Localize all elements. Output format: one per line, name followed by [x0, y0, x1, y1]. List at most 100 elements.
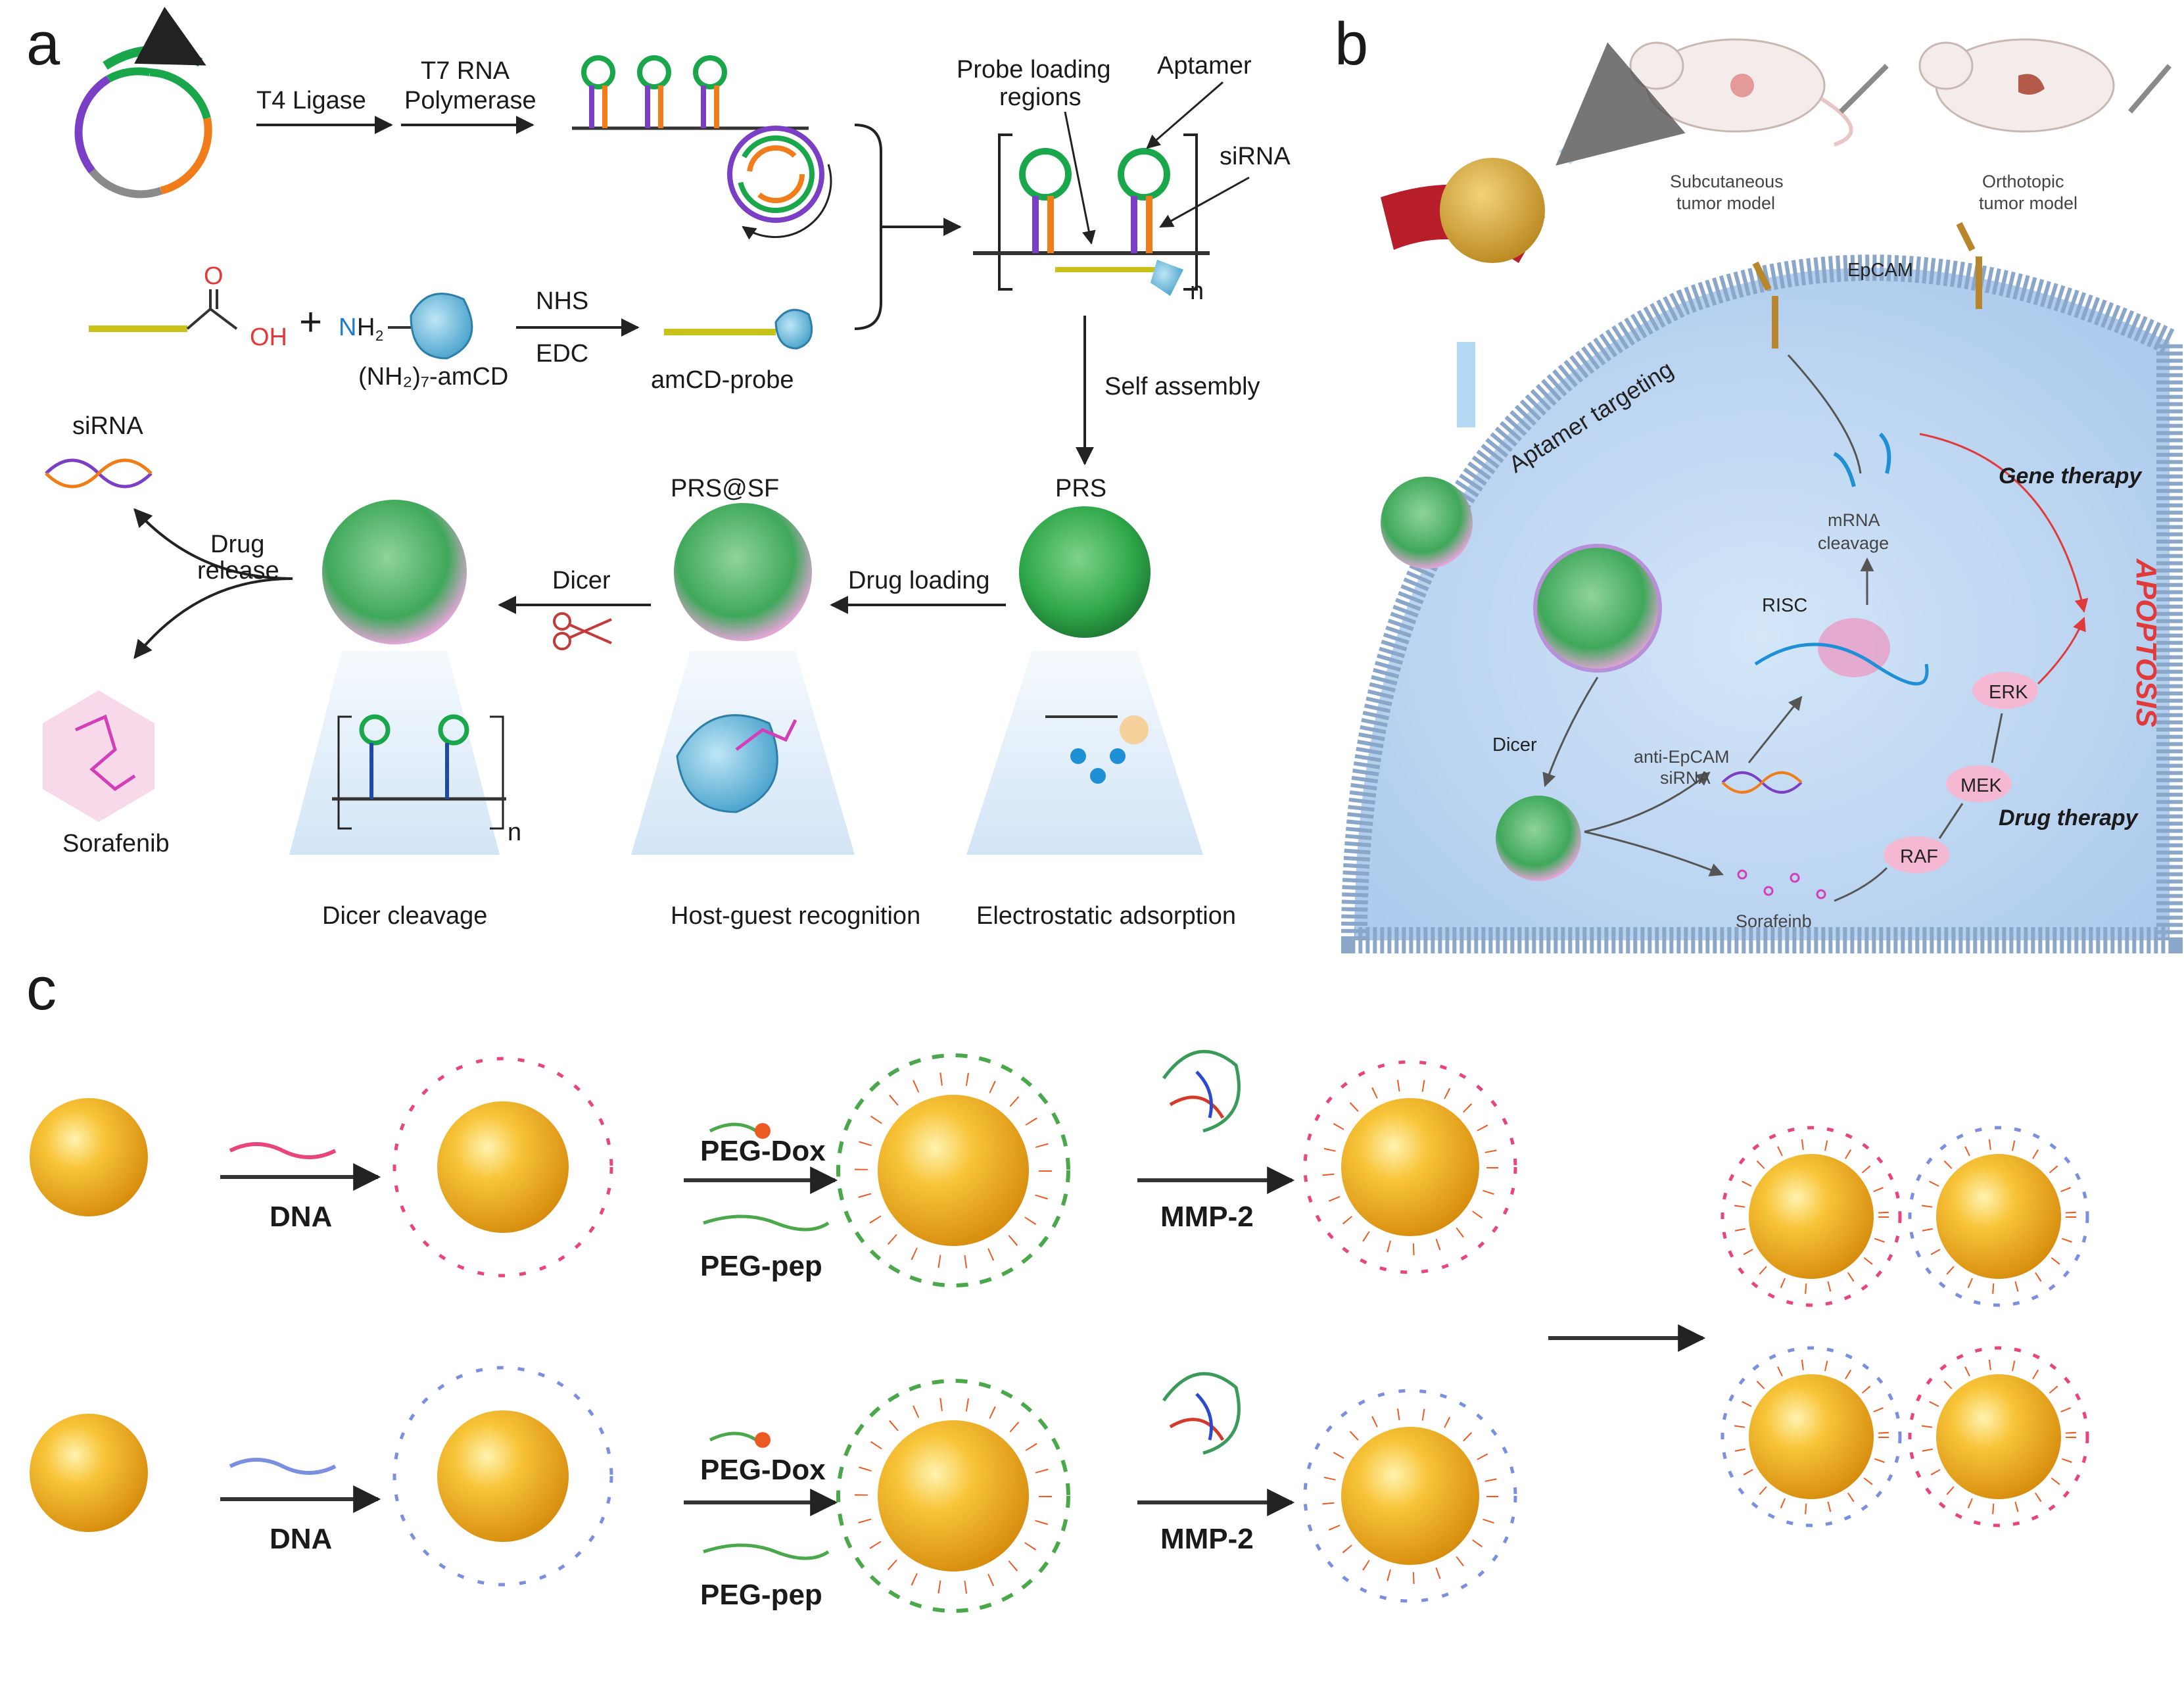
dna-strand-top [229, 1142, 337, 1159]
sirna-label: siRNA [1220, 143, 1291, 170]
hydroxyl-oh: OH [250, 324, 287, 351]
mrna-label-2: cleavage [1818, 533, 1889, 553]
dna-corona-bottom [392, 1366, 613, 1587]
prs-sf-nanoparticle [674, 503, 812, 641]
dna-strand-bottom [229, 1458, 337, 1475]
nhs-label: NHS [536, 287, 588, 315]
repeat-n-label: n [1190, 277, 1204, 305]
mmp2-label-bottom: MMP-2 [1160, 1523, 1254, 1555]
nh2-sub: 2 [375, 327, 383, 344]
amcd-probe-label: amCD-probe [651, 366, 794, 394]
peg-dox-label-top: PEG-Dox [700, 1135, 826, 1167]
dicer-label-a: Dicer [552, 567, 611, 594]
sorafenib-label-a: Sorafenib [62, 830, 170, 857]
nh2-n: N [339, 314, 356, 341]
targeting-nanoparticle [1381, 477, 1473, 569]
sorafenib-hexagon [43, 690, 154, 822]
host-guest-label: Host-guest recognition [671, 902, 920, 930]
peg-corona-top [836, 1053, 1070, 1287]
probe-monomer: Probe loading regions Aptamer siRNA n [957, 52, 1291, 305]
gene-therapy-label: Gene therapy [1999, 464, 2143, 489]
nanoparticle-row: PRS PRS@SF Drug loading Dicer [322, 475, 1151, 650]
loaded-np-bottom [878, 1420, 1029, 1571]
mrna-label-1: mRNA [1828, 510, 1880, 530]
gold-np-top [30, 1098, 148, 1216]
prs-nanoparticle [1019, 506, 1151, 638]
prs-label: PRS [1055, 475, 1106, 502]
raf-label: RAF [1900, 846, 1938, 867]
sirna-top-label: siRNA [72, 412, 143, 440]
aptamer-label: Aptamer [1157, 52, 1252, 80]
electrostatic-label: Electrostatic adsorption [976, 902, 1236, 930]
peg-dox-label-bottom: PEG-Dox [700, 1454, 826, 1486]
circular-dna-template [74, 7, 212, 199]
mek-label: MEK [1960, 775, 2003, 796]
dna-np-top [437, 1101, 569, 1233]
anti-epcam-label-1: anti-EpCAM [1634, 747, 1730, 767]
activated-np-top [1341, 1098, 1479, 1236]
nh2-h: H [357, 314, 375, 341]
blood-vessel-tumor [1381, 158, 1545, 263]
panel-a: a T4 Ligase T7 RNA Polymerase [26, 7, 1291, 930]
subcutaneous-label-1: Subcutaneous [1670, 172, 1784, 191]
self-assembly-label: Self assembly [1104, 373, 1260, 400]
plus-sign: + [299, 300, 322, 344]
cleaved-nanoparticle [322, 500, 467, 644]
edc-label: EDC [536, 340, 588, 368]
endosome-nanoparticle [1533, 544, 1662, 673]
mechanism-callouts: n Host-guest recognition Dicer cleavage … [289, 651, 1236, 930]
mouse-subcutaneous: Subcutaneous tumor model [1629, 38, 1889, 213]
dicer-cleavage-label: Dicer cleavage [322, 902, 487, 930]
epcam-receptors [1752, 222, 1982, 348]
t7-label-1: T7 RNA [421, 57, 510, 85]
dna-label-bottom: DNA [270, 1523, 332, 1555]
mmp2-label-top: MMP-2 [1160, 1201, 1254, 1233]
t7-label-2: Polymerase [404, 87, 536, 114]
orthotopic-label-1: Orthotopic [1982, 172, 2064, 191]
peg-pep-label-top: PEG-pep [700, 1250, 822, 1282]
probe-loading-label-1: Probe loading [957, 56, 1111, 84]
join-bracket [854, 124, 882, 330]
assembled-cluster [1721, 1126, 2089, 1527]
drug-release: Drug release siRNA Sorafenib [43, 412, 293, 857]
drug-therapy-label: Drug therapy [1999, 805, 2139, 830]
conjugation-reaction: O OH + N H 2 (NH₂)₇-amCD NHS EDC amCD-pr… [89, 262, 813, 394]
epcam-label: EpCAM [1847, 260, 1913, 281]
amcd-cyclodextrin [410, 293, 473, 360]
sorafenib-dots [1737, 869, 1826, 899]
erk-node [1972, 672, 2038, 709]
risc-label: RISC [1762, 595, 1807, 616]
mek-node [1946, 765, 2012, 802]
raf-node [1884, 836, 1949, 873]
loaded-np-top [878, 1095, 1029, 1246]
inhibit-epcam [1787, 354, 1862, 474]
prs-sf-label: PRS@SF [671, 475, 779, 502]
panel-b: b Subcutaneous tumor model Orthotopic tu… [1335, 11, 2183, 953]
released-nanoparticle [1496, 796, 1581, 881]
dna-np-bottom [437, 1410, 569, 1542]
panel-a-label: a [26, 11, 60, 78]
amcd-reagent-label: (NH₂)₇-amCD [358, 363, 508, 391]
drug-loading-label: Drug loading [848, 567, 989, 594]
mmp2-protein-bottom [1162, 1372, 1241, 1455]
drug-release-label-2: release [197, 557, 279, 585]
anti-epcam-label-2: siRNA [1660, 768, 1711, 788]
mmp2-protein-top [1162, 1049, 1241, 1133]
erk-label: ERK [1989, 682, 2028, 703]
sorafenib-label-b: Sorafeinb [1736, 911, 1812, 931]
repeat-n-label-b: n [508, 819, 521, 846]
probe-loading-label-2: regions [999, 84, 1081, 111]
scissors-icon [553, 612, 612, 650]
panel-b-label: b [1335, 11, 1368, 78]
subcutaneous-label-2: tumor model [1676, 193, 1775, 213]
peg-pep-label-bottom: PEG-pep [700, 1579, 822, 1611]
panel-c-label: c [26, 955, 57, 1022]
t4-ligase-label: T4 Ligase [256, 87, 366, 114]
drug-release-label-1: Drug [210, 531, 264, 558]
dna-label-top: DNA [270, 1201, 332, 1233]
activated-np-bottom [1341, 1427, 1479, 1565]
dna-corona-top [392, 1057, 613, 1278]
gold-np-bottom [30, 1414, 148, 1532]
dox-ring-top [855, 1072, 1052, 1269]
